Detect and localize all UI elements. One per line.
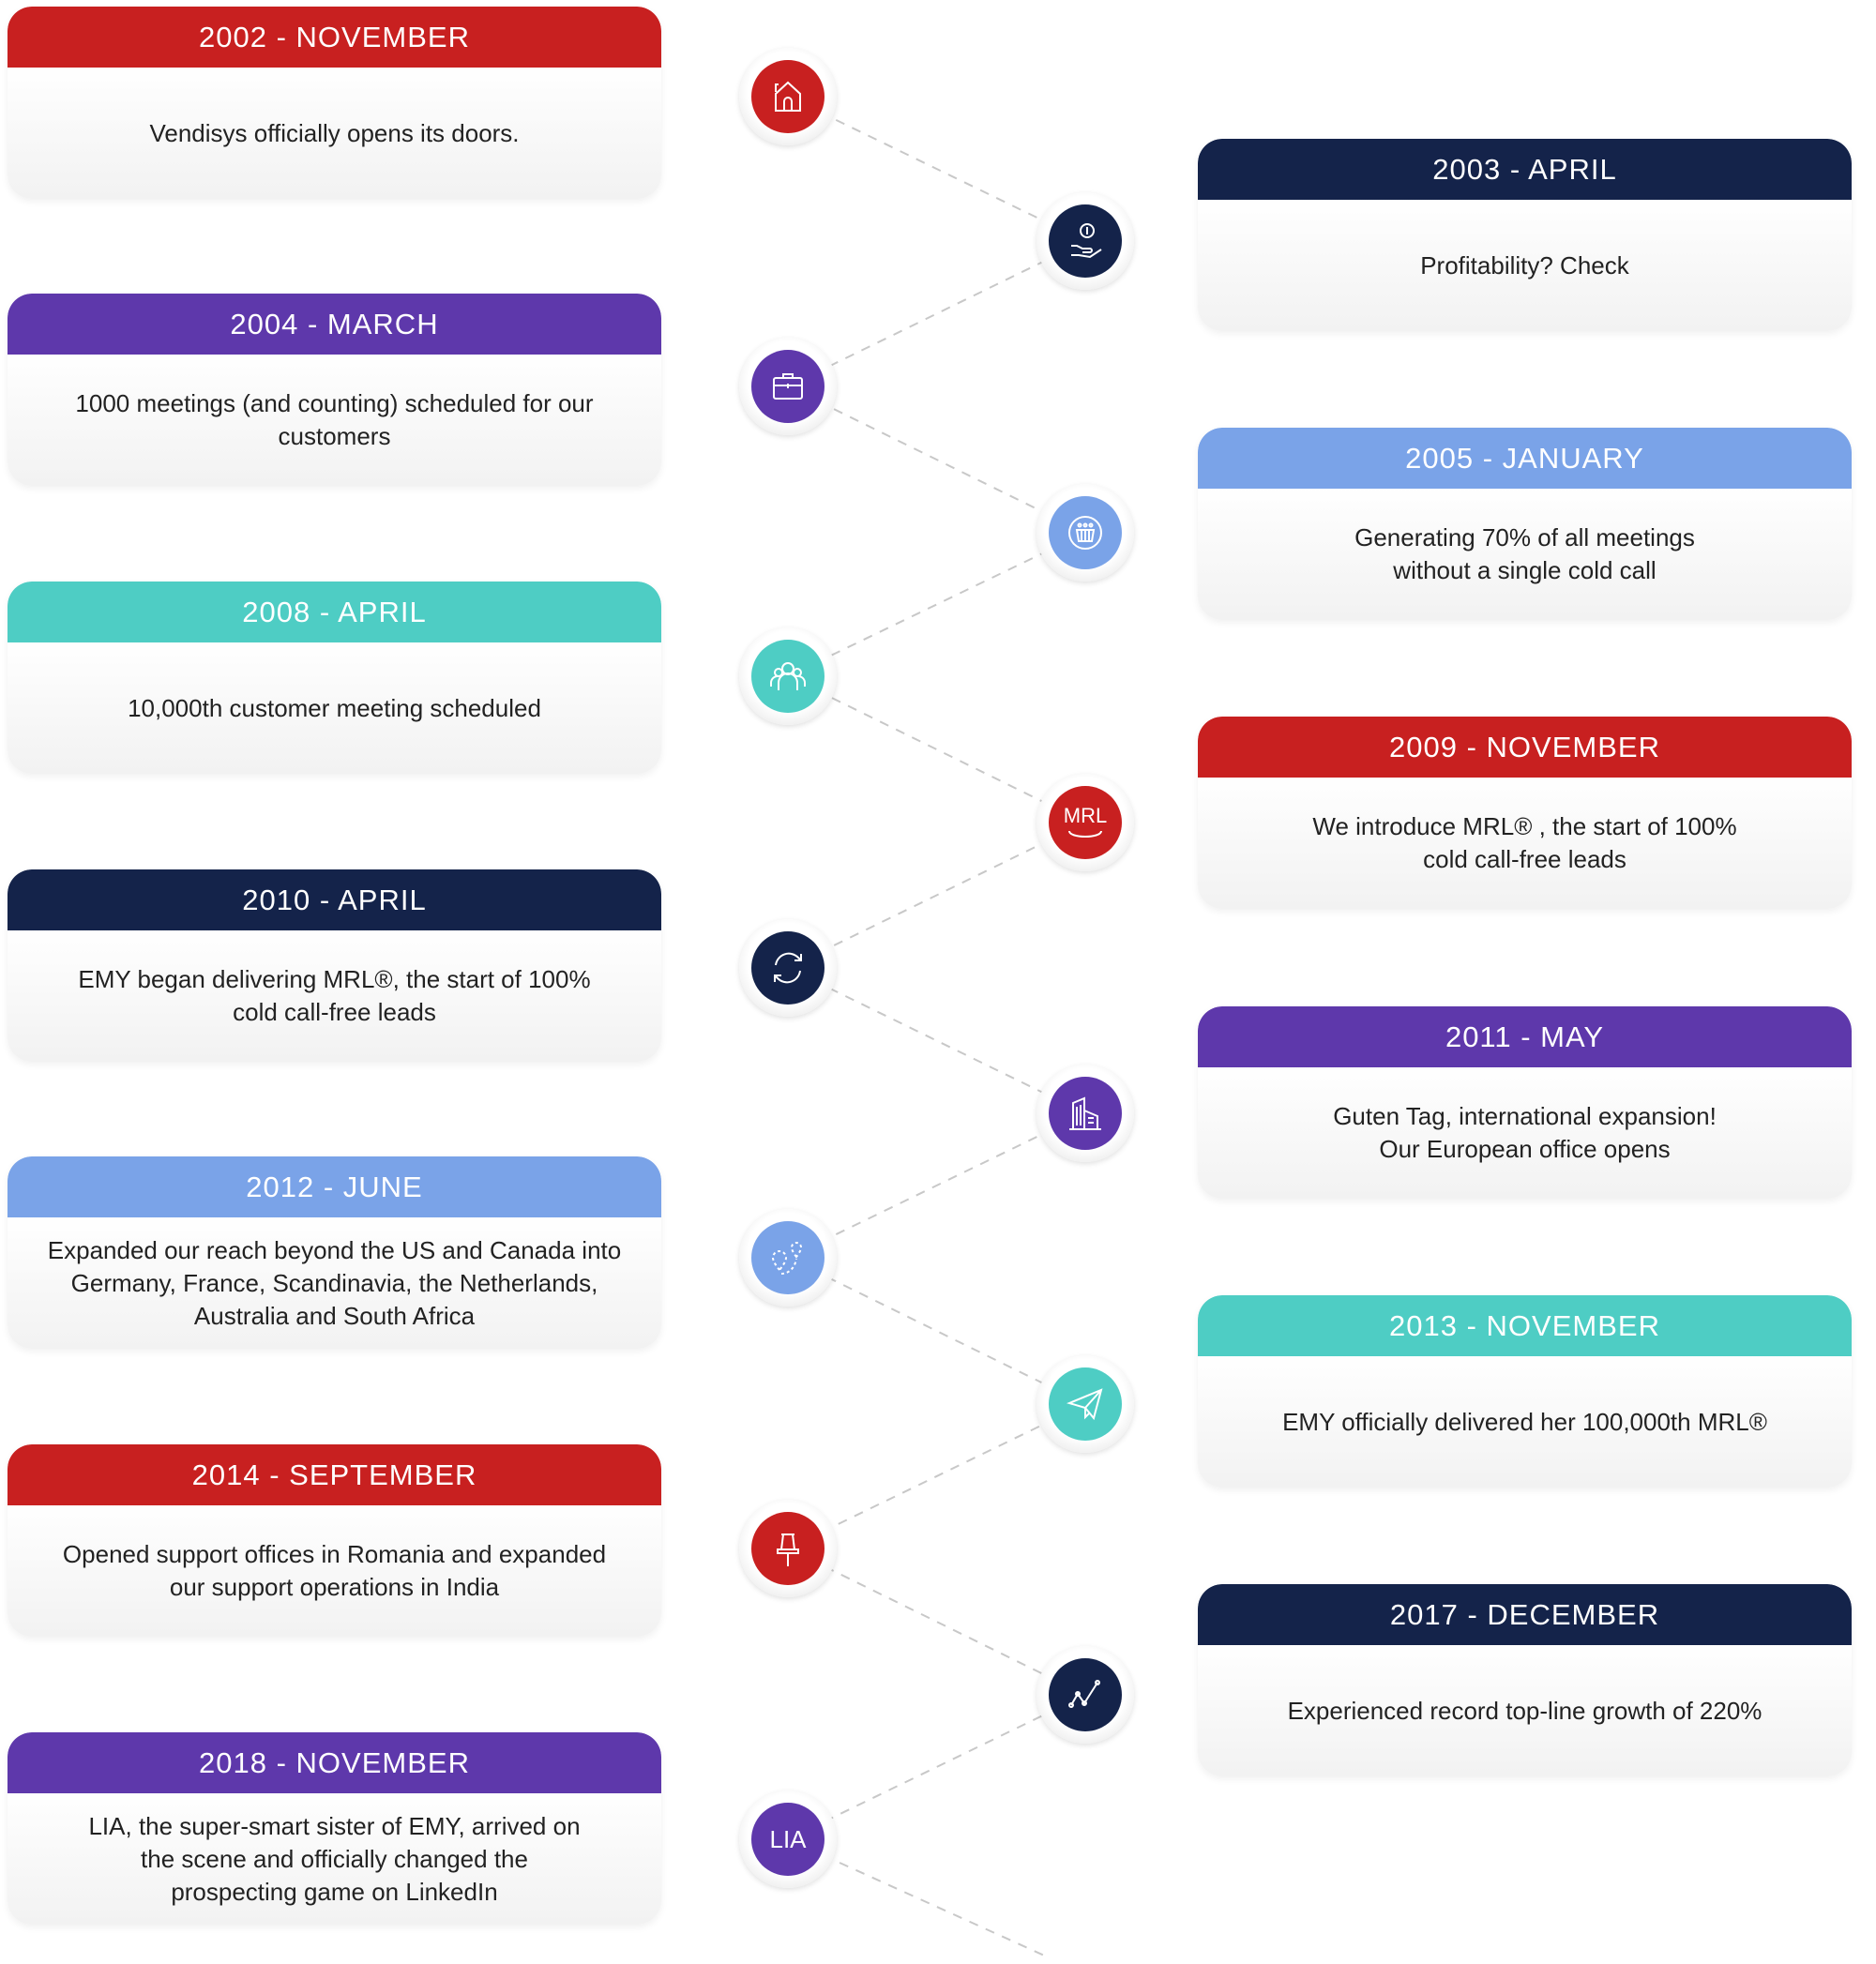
card-text: Vendisys officially opens its doors. (149, 118, 520, 147)
timeline-node (1036, 1355, 1134, 1453)
house-icon (751, 60, 825, 133)
timeline-node (739, 1500, 837, 1597)
timeline-node (1036, 192, 1134, 290)
refresh-icon (751, 931, 825, 1005)
timeline-card: 2014 - SEPTEMBER Opened support offices i… (8, 1444, 661, 1637)
card-text: 1000 meetings (and counting) scheduled f… (75, 389, 594, 450)
card-text: Expanded our reach beyond the US and Can… (47, 1235, 622, 1330)
timeline-node (739, 338, 837, 435)
lia-icon: LIA (751, 1803, 825, 1876)
timeline-card: 2017 - DECEMBER Experienced record top-li… (1198, 1584, 1852, 1776)
timeline-card: 2004 - MARCH 1000 meetings (and counting)… (8, 294, 661, 486)
lia-icon-label: LIA (769, 1824, 807, 1853)
card-text: Profitability? Check (1420, 250, 1629, 279)
card-text: Generating 70% of all meetings without a… (1354, 523, 1695, 584)
timeline-card: 2013 - NOVEMBER EMY officially delivered … (1198, 1295, 1852, 1488)
meeting-icon (1049, 496, 1122, 569)
timeline-card: 2010 - APRIL EMY began delivering MRL®, t… (8, 869, 661, 1062)
card-date: 2008 - APRIL (8, 582, 661, 642)
map-pins-icon (751, 1221, 825, 1294)
card-text: Guten Tag, international expansion! Our … (1333, 1102, 1717, 1163)
card-text: 10,000th customer meeting scheduled (128, 693, 541, 722)
card-date: 2010 - APRIL (8, 869, 661, 930)
card-date: 2013 - NOVEMBER (1198, 1295, 1852, 1356)
pushpin-icon (751, 1512, 825, 1585)
card-date: 2004 - MARCH (8, 294, 661, 355)
timeline-node: MRL (1036, 774, 1134, 871)
timeline-card: 2003 - APRIL Profitability? Check (1198, 139, 1852, 331)
card-date: 2017 - DECEMBER (1198, 1584, 1852, 1645)
paper-plane-icon (1049, 1367, 1122, 1441)
people-icon (751, 640, 825, 713)
timeline-card: 2005 - JANUARY Generating 70% of all meet… (1198, 428, 1852, 620)
timeline-card: 2008 - APRIL 10,000th customer meeting sc… (8, 582, 661, 774)
card-date: 2009 - NOVEMBER (1198, 717, 1852, 778)
growth-chart-icon (1049, 1658, 1122, 1731)
timeline-node (739, 919, 837, 1017)
timeline-node (739, 627, 837, 725)
card-text: LIA, the super-smart sister of EMY, arri… (88, 1811, 581, 1906)
timeline-node (1036, 484, 1134, 582)
card-text: Opened support offices in Romania and ex… (62, 1540, 607, 1601)
briefcase-icon (751, 350, 825, 423)
timeline-node: LIA (739, 1790, 837, 1888)
timeline-card: 2018 - NOVEMBER LIA, the super-smart sist… (8, 1732, 661, 1925)
timeline-card: 2011 - MAY Guten Tag, international expan… (1198, 1006, 1852, 1199)
timeline-card: 2009 - NOVEMBER We introduce MRL® , the s… (1198, 717, 1852, 909)
card-text: We introduce MRL® , the start of 100% co… (1312, 812, 1737, 873)
timeline-card: 2002 - NOVEMBER Vendisys officially opens… (8, 7, 661, 199)
timeline-node (1036, 1646, 1134, 1744)
card-text: EMY began delivering MRL®, the start of … (78, 965, 591, 1026)
card-date: 2018 - NOVEMBER (8, 1732, 661, 1793)
card-text: Experienced record top-line growth of 22… (1287, 1696, 1763, 1725)
card-date: 2003 - APRIL (1198, 139, 1852, 200)
timeline-node (739, 48, 837, 145)
money-hand-icon (1049, 204, 1122, 278)
card-date: 2012 - JUNE (8, 1156, 661, 1217)
mrl-icon-label: MRL (1063, 804, 1108, 827)
buildings-icon (1049, 1077, 1122, 1150)
timeline-card: 2012 - JUNE Expanded our reach beyond the… (8, 1156, 661, 1349)
card-text: EMY officially delivered her 100,000th M… (1282, 1407, 1767, 1436)
card-date: 2005 - JANUARY (1198, 428, 1852, 489)
timeline-node (1036, 1065, 1134, 1162)
card-date: 2014 - SEPTEMBER (8, 1444, 661, 1505)
timeline-node (739, 1209, 837, 1307)
card-date: 2011 - MAY (1198, 1006, 1852, 1067)
mrl-icon: MRL (1049, 786, 1122, 859)
card-date: 2002 - NOVEMBER (8, 7, 661, 68)
